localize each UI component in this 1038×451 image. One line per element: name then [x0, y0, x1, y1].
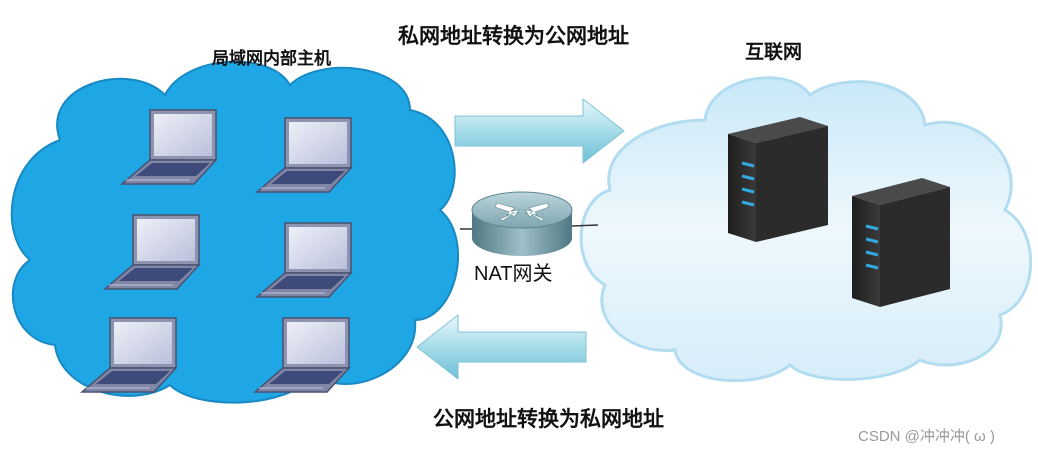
internet-label: 互联网	[745, 41, 803, 63]
server-2	[852, 178, 950, 307]
arrow-left-icon	[416, 313, 587, 381]
laptop-icon	[254, 117, 353, 193]
private-to-public-label: 私网地址转换为公网地址	[398, 23, 629, 48]
lan-label: 局域网内部主机	[212, 49, 331, 69]
router-icon	[460, 191, 599, 256]
lan-hosts	[79, 109, 353, 393]
arrow-right-icon	[454, 97, 625, 165]
lan-cloud	[10, 60, 459, 404]
server-1	[728, 117, 828, 242]
laptop-icon	[254, 222, 353, 298]
laptop-icon	[102, 214, 201, 290]
laptop-icon	[252, 317, 351, 393]
laptop-icon	[119, 109, 218, 185]
public-to-private-label: 公网地址转换为私网地址	[433, 406, 664, 431]
laptop-icon	[79, 317, 178, 393]
nat-gateway-label: NAT网关	[474, 263, 553, 285]
watermark: CSDN @冲冲冲( ω )	[858, 428, 995, 445]
